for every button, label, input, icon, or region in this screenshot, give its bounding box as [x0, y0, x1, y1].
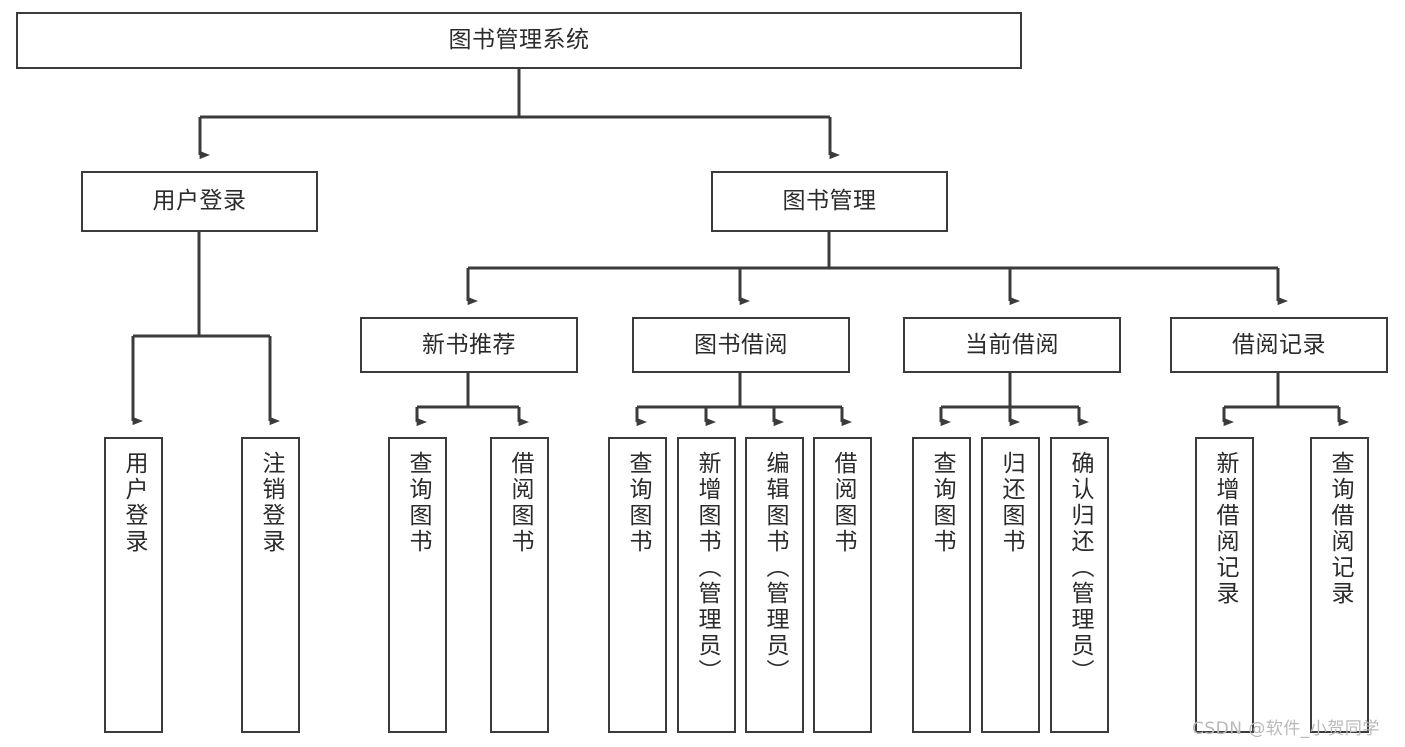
node-leaf-edit-book-label: 编辑图书（管理员）	[762, 451, 788, 685]
node-leaf-query-record[interactable]: 查询借阅记录	[1310, 437, 1369, 733]
node-leaf-user-login-label: 用户登录	[121, 451, 147, 555]
node-new-book-recommend-label: 新书推荐	[422, 331, 516, 358]
node-leaf-query-book-3[interactable]: 查询图书	[912, 437, 971, 733]
node-leaf-user-logout[interactable]: 注销登录	[241, 437, 300, 733]
node-current-borrow[interactable]: 当前借阅	[903, 317, 1121, 373]
node-borrow-record-label: 借阅记录	[1232, 331, 1326, 358]
node-leaf-borrow-book-2[interactable]: 借阅图书	[813, 437, 872, 733]
watermark-text: CSDN @软件_小贺同学	[1192, 719, 1380, 739]
node-leaf-add-book[interactable]: 新增图书（管理员）	[677, 437, 736, 733]
node-leaf-borrow-book-2-label: 借阅图书	[830, 451, 856, 555]
node-leaf-query-book-1[interactable]: 查询图书	[388, 437, 447, 733]
node-book-management-label: 图书管理	[782, 188, 877, 215]
node-book-borrow-label: 图书借阅	[694, 331, 788, 358]
node-leaf-add-record-label: 新增借阅记录	[1212, 451, 1238, 607]
node-book-management[interactable]: 图书管理	[711, 171, 948, 232]
node-leaf-borrow-book-1-label: 借阅图书	[507, 451, 533, 555]
node-leaf-borrow-book-1[interactable]: 借阅图书	[490, 437, 549, 733]
node-leaf-add-book-label: 新增图书（管理员）	[694, 451, 720, 685]
node-leaf-confirm-return-label: 确认归还（管理员）	[1067, 451, 1093, 685]
node-leaf-edit-book[interactable]: 编辑图书（管理员）	[745, 437, 804, 733]
node-user-login-label: 用户登录	[152, 188, 247, 215]
node-root-label: 图书管理系统	[448, 27, 590, 54]
node-leaf-query-book-1-label: 查询图书	[405, 451, 431, 555]
node-root[interactable]: 图书管理系统	[16, 12, 1022, 69]
node-current-borrow-label: 当前借阅	[965, 331, 1059, 358]
node-borrow-record[interactable]: 借阅记录	[1170, 317, 1388, 373]
node-leaf-query-book-2-label: 查询图书	[625, 451, 651, 555]
node-leaf-query-book-2[interactable]: 查询图书	[608, 437, 667, 733]
node-leaf-return-book-label: 归还图书	[998, 451, 1024, 555]
node-leaf-add-record[interactable]: 新增借阅记录	[1195, 437, 1254, 733]
node-new-book-recommend[interactable]: 新书推荐	[360, 317, 578, 373]
node-leaf-confirm-return[interactable]: 确认归还（管理员）	[1050, 437, 1109, 733]
node-leaf-query-record-label: 查询借阅记录	[1327, 451, 1353, 607]
node-book-borrow[interactable]: 图书借阅	[632, 317, 850, 373]
node-leaf-query-book-3-label: 查询图书	[929, 451, 955, 555]
node-user-login[interactable]: 用户登录	[81, 171, 318, 232]
node-leaf-return-book[interactable]: 归还图书	[981, 437, 1040, 733]
node-leaf-user-logout-label: 注销登录	[258, 451, 284, 555]
node-leaf-user-login[interactable]: 用户登录	[104, 437, 163, 733]
